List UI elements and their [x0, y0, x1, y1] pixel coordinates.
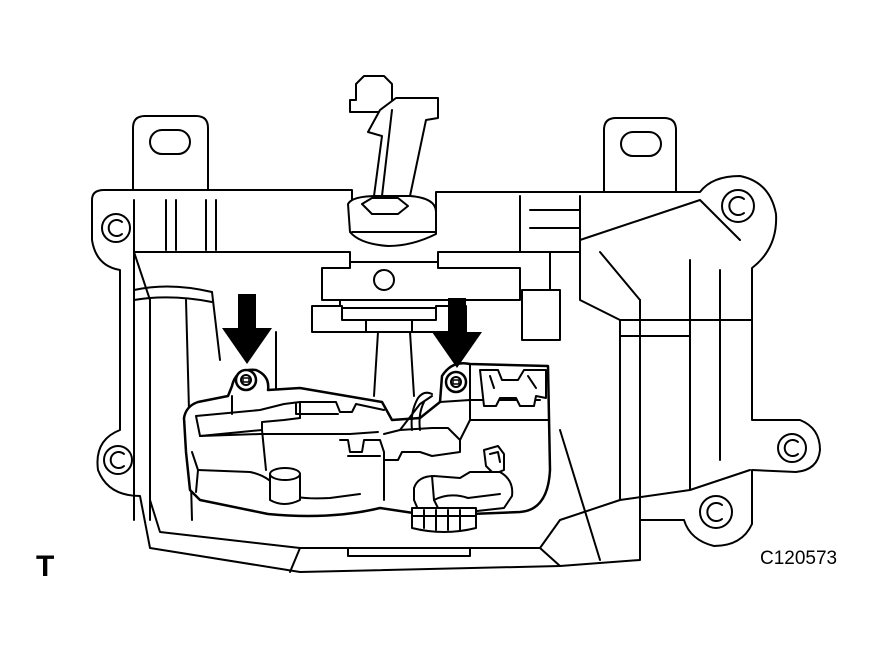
screw-icon — [234, 368, 258, 392]
screw-icon — [444, 370, 468, 394]
cross-member — [275, 261, 521, 397]
mounting-hole-icon — [777, 433, 807, 463]
mounting-ear-top-left — [132, 115, 209, 197]
link-rod-connector — [347, 75, 439, 247]
mounting-holes — [101, 189, 807, 529]
mounting-hole-icon — [101, 213, 131, 243]
arrow-down-icon — [432, 298, 482, 368]
mounting-hole-icon — [103, 445, 133, 475]
lock-body — [182, 362, 552, 533]
figure-code-label: C120573 — [760, 548, 838, 569]
mounting-hole-icon — [721, 189, 755, 223]
arrow-down-icon — [222, 294, 272, 364]
mounting-hole-icon — [699, 495, 733, 529]
view-mark-label: T — [36, 550, 55, 583]
